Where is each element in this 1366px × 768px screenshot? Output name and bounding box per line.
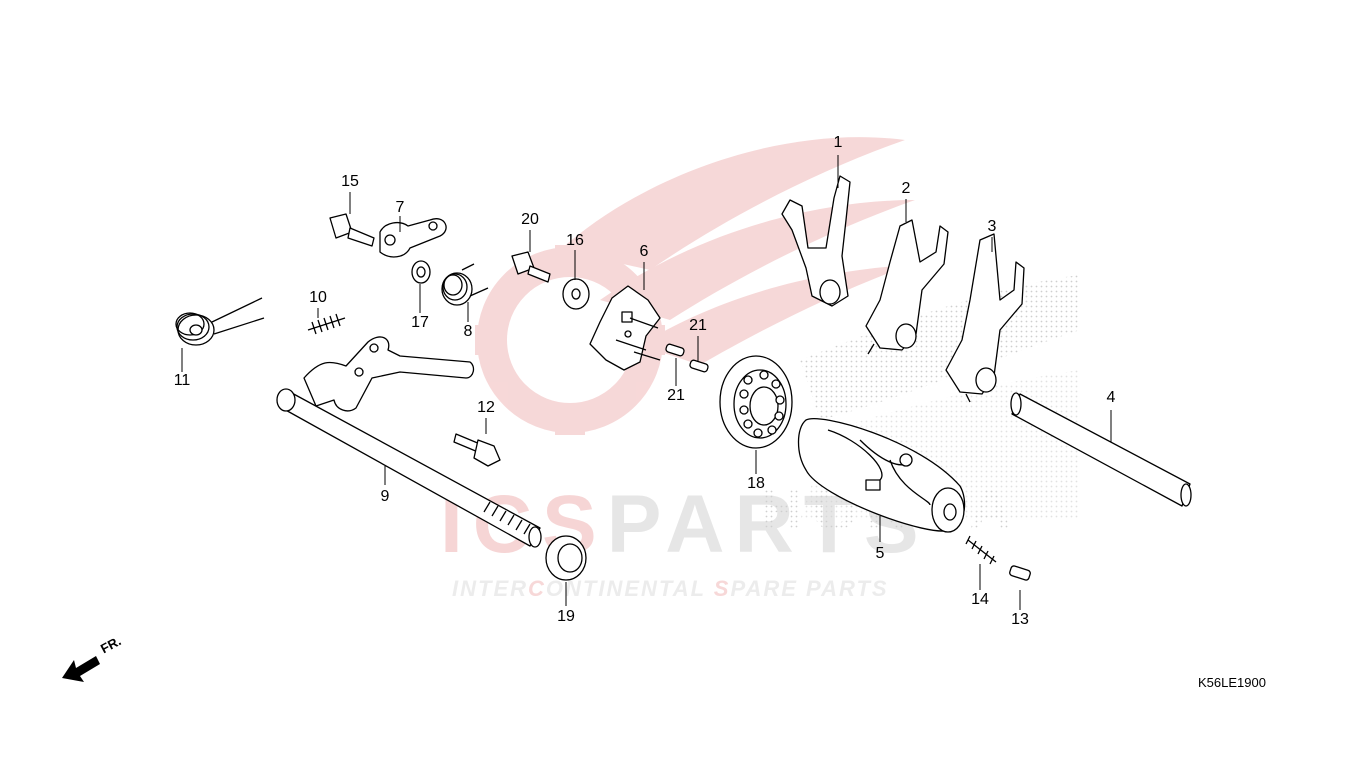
callout-leader-lines (181, 155, 1112, 610)
diagram-code: K56LE1900 (1198, 675, 1266, 690)
watermark-tagline: INTERCONTINENTAL SPARE PARTS (452, 576, 889, 601)
callout-10: 10 (309, 289, 327, 306)
callout-1: 1 (833, 134, 843, 151)
front-direction-arrow (62, 656, 100, 682)
callout-15: 15 (341, 173, 359, 190)
callout-2: 2 (901, 180, 911, 197)
part-13-pin (1009, 565, 1031, 581)
part-3-shift-fork (945, 233, 1025, 403)
part-16-washer (562, 278, 590, 310)
callout-4: 4 (1106, 389, 1116, 406)
callout-3: 3 (987, 218, 997, 235)
callout-13: 13 (1011, 611, 1029, 628)
callout-14: 14 (971, 591, 989, 608)
callout-12: 12 (477, 399, 495, 416)
part-10-spring (307, 313, 346, 335)
part-19-oil-seal (545, 535, 587, 581)
part-21-dowel-pins (665, 343, 709, 373)
callout-21-lower: 21 (667, 387, 685, 404)
part-17-washer (411, 260, 431, 284)
part-9-shift-shaft (276, 336, 542, 548)
part-8-spring (441, 263, 489, 306)
part-2-shift-fork (865, 219, 949, 355)
callout-17: 17 (411, 314, 429, 331)
part-5-shift-drum (797, 418, 966, 533)
callout-8: 8 (463, 323, 473, 340)
part-18-bearing (719, 355, 793, 449)
callout-21-upper: 21 (689, 317, 707, 334)
part-14-spring (965, 535, 997, 565)
callout-16: 16 (566, 232, 584, 249)
callout-11: 11 (173, 372, 191, 389)
part-20-bolt (511, 251, 551, 283)
part-4-fork-shaft (1010, 392, 1192, 507)
callout-18: 18 (747, 475, 765, 492)
part-7-stopper-plate (379, 218, 447, 258)
part-15-bolt (329, 213, 375, 247)
part-1-shift-fork (781, 175, 851, 307)
part-11-spring (175, 297, 265, 346)
callout-9: 9 (380, 488, 390, 505)
callout-7: 7 (395, 199, 405, 216)
callout-6: 6 (639, 243, 649, 260)
callout-5: 5 (875, 545, 885, 562)
callout-19: 19 (557, 608, 575, 625)
part-6-drum-center (589, 285, 661, 371)
part-12-pin-bolt (453, 433, 501, 467)
callout-20: 20 (521, 211, 539, 228)
